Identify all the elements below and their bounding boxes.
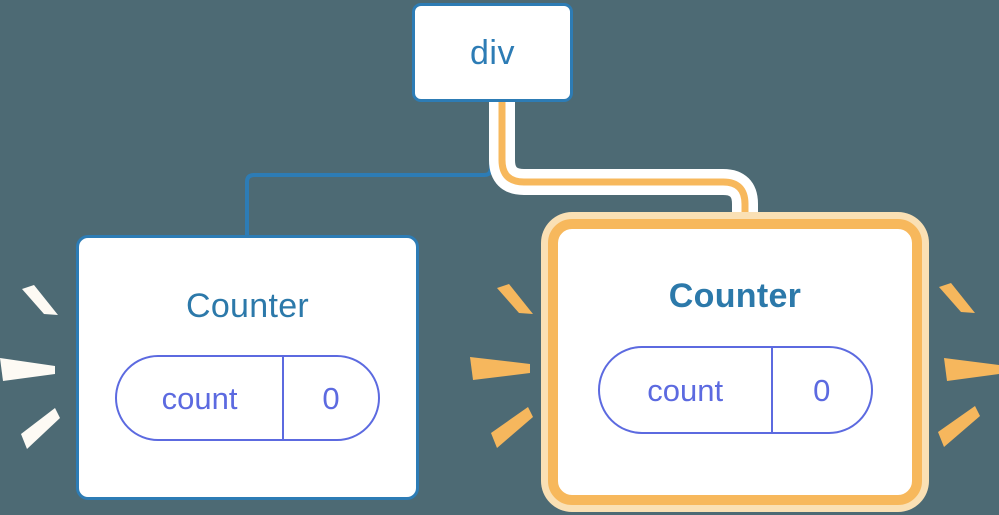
node-counter-left[interactable]: Counter count 0 — [76, 235, 419, 500]
state-pill-left: count 0 — [115, 355, 380, 441]
spark-icon — [938, 406, 980, 447]
node-counter-right-title: Counter — [668, 277, 802, 315]
node-counter-right[interactable]: Counter count 0 — [548, 219, 922, 505]
spark-icon — [470, 357, 530, 380]
spark-icon — [497, 284, 533, 314]
spark-cluster-left — [0, 285, 60, 449]
state-value-left: 0 — [322, 380, 340, 416]
spark-cluster-middle — [470, 284, 533, 448]
state-pill-right: count 0 — [597, 346, 873, 434]
spark-icon — [491, 407, 533, 448]
spark-icon — [939, 283, 975, 313]
node-counter-left-title: Counter — [185, 287, 310, 325]
spark-icon — [944, 358, 999, 381]
spark-cluster-right — [938, 283, 999, 447]
state-key-left: count — [117, 357, 285, 439]
node-div-label: div — [470, 33, 515, 72]
state-value-right: 0 — [813, 372, 831, 408]
spark-icon — [0, 358, 55, 381]
state-key-right: count — [600, 348, 773, 432]
spark-icon — [22, 285, 58, 315]
node-div[interactable]: div — [412, 3, 573, 102]
spark-icon — [21, 408, 60, 449]
edge-div-to-counter-left — [245, 98, 493, 238]
